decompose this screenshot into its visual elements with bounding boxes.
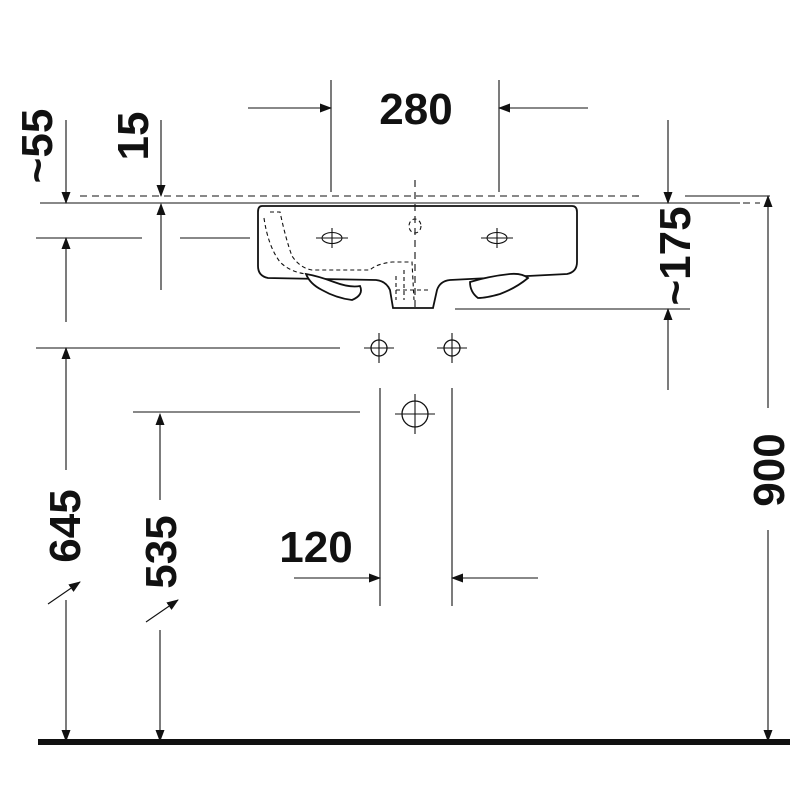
dimension-label-120: 120: [279, 523, 352, 572]
supply-connection-left: [364, 333, 394, 363]
dimension-supply-spacing: 120: [279, 523, 538, 583]
washbasin-front-view: [257, 205, 578, 309]
dimension-label-900: 900: [745, 433, 794, 506]
tap-hole-left: [316, 228, 348, 248]
dimension-tap-hole-spacing: 280: [248, 80, 588, 192]
dimension-mounting-height: 900: [745, 195, 794, 742]
dimension-label-175: ~175: [651, 206, 700, 305]
dimension-label-645: 645: [41, 489, 90, 562]
dimension-supply-height: 645: [41, 347, 90, 742]
dimension-rim-thickness: 15: [109, 112, 166, 290]
dimension-label-15: 15: [109, 112, 158, 161]
dimension-label-535: 535: [137, 515, 186, 588]
dimension-waste-height: 535: [137, 413, 186, 742]
waste-connection: [395, 394, 435, 434]
tap-hole-right: [481, 228, 513, 248]
dimension-rim-offset: ~55: [13, 109, 71, 322]
dimension-basin-depth: ~175: [651, 120, 700, 390]
dimension-label-55: ~55: [13, 109, 62, 184]
dimension-label-280: 280: [379, 85, 452, 134]
supply-connection-right: [437, 333, 467, 363]
